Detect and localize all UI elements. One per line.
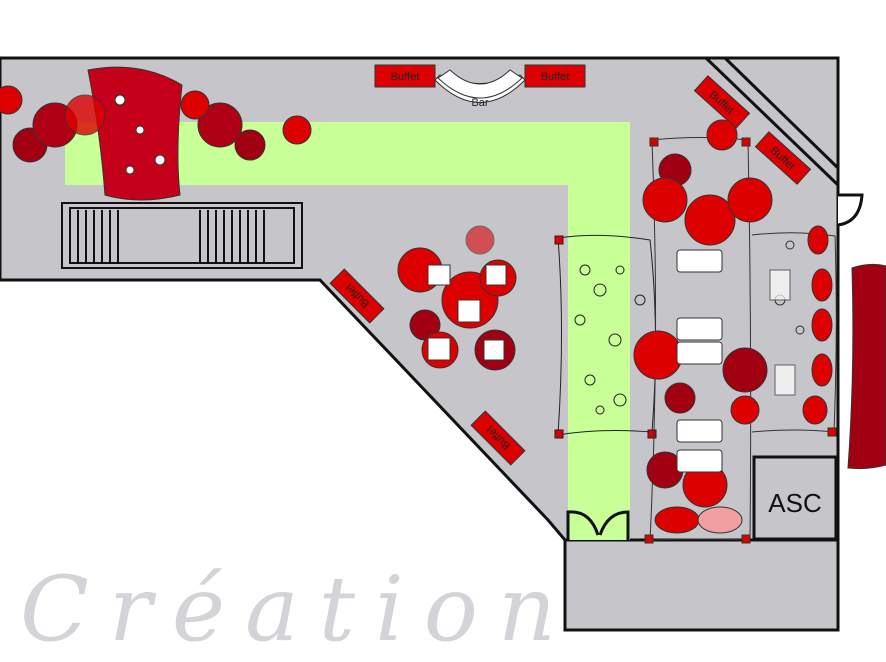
- watermark: Création: [20, 557, 576, 662]
- asc-room[interactable]: ASC: [752, 455, 838, 541]
- decor-cluster-left: [0, 66, 312, 201]
- lounge-zone-far-right: [751, 225, 837, 437]
- stage-platform: [61, 202, 303, 269]
- asc-label: ASC: [768, 488, 821, 518]
- bar-label: Bar: [471, 97, 488, 109]
- decor-panel-outside: [847, 263, 886, 470]
- lounge-zone-right: [633, 119, 773, 544]
- entrance-door[interactable]: [837, 193, 864, 227]
- double-door[interactable]: [566, 510, 630, 540]
- diagonal-wall: [704, 56, 840, 187]
- buffet-label: Buffet: [391, 71, 420, 83]
- bar-counter[interactable]: Bar: [434, 69, 526, 109]
- buffet-label: Buffet: [541, 71, 570, 83]
- diagonal-wall: [723, 56, 840, 170]
- buffet-top-right[interactable]: Buffet: [524, 64, 586, 88]
- buffet-top-left[interactable]: Buffet: [374, 64, 436, 88]
- lounge-zone: [554, 234, 657, 439]
- table-cluster-center: [397, 225, 517, 371]
